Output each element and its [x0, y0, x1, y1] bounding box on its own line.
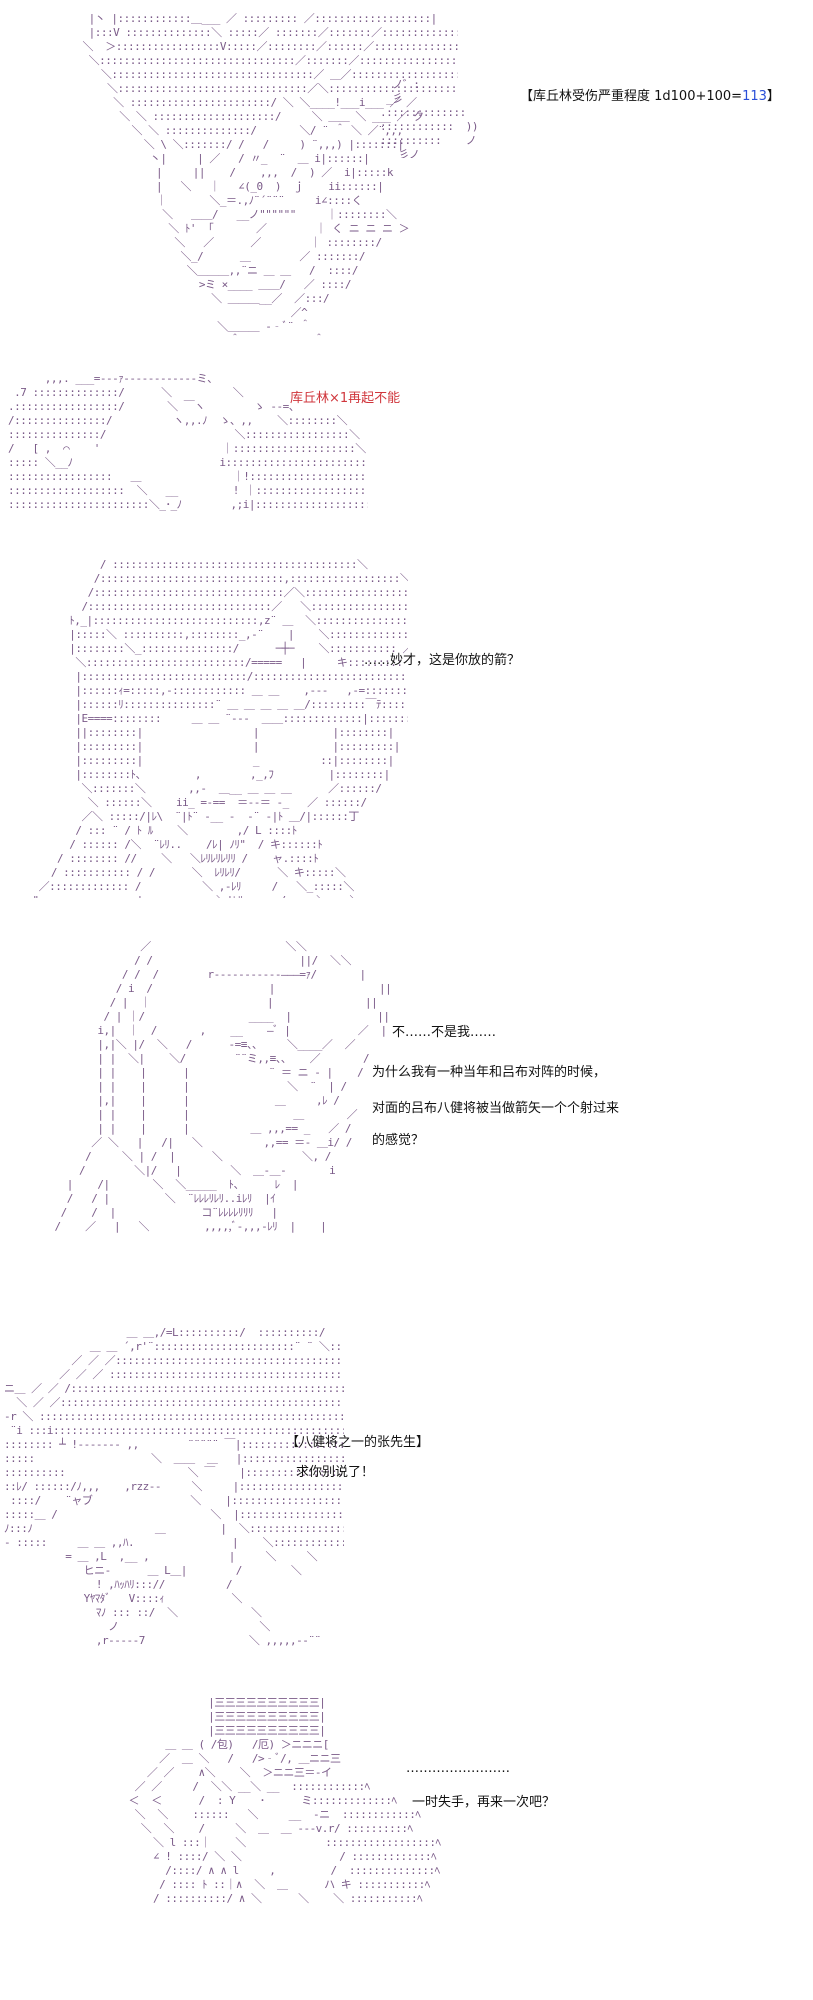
dialogue-line: 【八健将之一的张先生】: [286, 1434, 429, 1452]
ascii-art-character-5: |三三三三三三三三三三| |三三三三三三三三三三| |三三三三三三三三三三| ＿…: [128, 1696, 441, 1905]
dialogue-line: 不……不是我……: [392, 1024, 496, 1042]
text-part: 求你别说了！: [296, 1465, 375, 1480]
dialogue-line: 【库丘林受伤严重程度 1d100+100=113】: [520, 88, 780, 106]
dialogue-line: ……………………: [406, 1760, 510, 1778]
panel-1: |丶 |::::::::::::＿___ ／ ::::::::: ／::::::…: [0, 0, 813, 360]
dialogue-line: 一时失手，再来一次吧？: [412, 1794, 555, 1812]
text-part: 【八健将之一的张先生】: [286, 1435, 430, 1450]
panel-2: ,,,. ___=‐‐‐ｧ‐‐‐‐‐‐‐‐‐‐‐‐ミ、 .7 :::::::::…: [0, 360, 813, 540]
ascii-art-character-1: |丶 |::::::::::::＿___ ／ ::::::::: ／::::::…: [82, 12, 458, 342]
text-part: 对面的吕布八健将被当做箭矢一个个射过来: [372, 1101, 620, 1116]
dialogue-line: 对面的吕布八健将被当做箭矢一个个射过来: [372, 1100, 619, 1118]
text-part: 库丘林×1再起不能: [290, 391, 401, 406]
text-part: 一时失手，再来一次吧？: [412, 1795, 556, 1810]
panel-6: |三三三三三三三三三三| |三三三三三三三三三三| |三三三三三三三三三三| ＿…: [0, 1680, 813, 2000]
ascii-art-character-3: ／ ＼＼ / / ||/ ＼＼ / / / r‐‐‐‐‐‐‐‐‐‐‐―――=ｧ/…: [54, 940, 390, 1233]
dialogue-line: 库丘林×1再起不能: [290, 390, 400, 408]
dialogue-line: 求你别说了！: [296, 1464, 374, 1482]
dialogue-line: ……妙才，这是你放的箭？: [364, 652, 520, 670]
ascii-art-character-2: / ::::::::::::::::::::::::::::::::::::::…: [32, 558, 408, 898]
dice-result: 113: [742, 89, 767, 104]
text-part: ……………………: [406, 1761, 510, 1776]
ascii-art-character-4: ＿ ＿,/=L::::::::::/ ::::::::::/ ＿ ＿ ´,r'¨…: [4, 1326, 344, 1647]
ascii-art-fallen-character: ,,,. ___=‐‐‐ｧ‐‐‐‐‐‐‐‐‐‐‐‐ミ、 .7 :::::::::…: [8, 372, 368, 511]
text-part: 为什么我有一种当年和吕布对阵的时候，: [372, 1065, 607, 1080]
dialogue-line: 为什么我有一种当年和吕布对阵的时候，: [372, 1064, 606, 1082]
text-part: ……妙才，这是你放的箭？: [364, 653, 521, 668]
text-part: 【库丘林受伤严重程度 1d100+100=: [520, 89, 743, 104]
text-part: 的感觉？: [372, 1133, 425, 1148]
panel-3: / ::::::::::::::::::::::::::::::::::::::…: [0, 540, 813, 900]
ascii-art-hand: ノ゛: _彡 .::::::::::::: :::::::::::: )) ::…: [380, 78, 478, 158]
text-part: 】: [766, 89, 780, 104]
dialogue-line: 的感觉？: [372, 1132, 424, 1150]
panel-5: ＿ ＿,/=L::::::::::/ ::::::::::/ ＿ ＿ ´,r'¨…: [0, 1290, 813, 1680]
panel-4: ／ ＼＼ / / ||/ ＼＼ / / / r‐‐‐‐‐‐‐‐‐‐‐―――=ｧ/…: [0, 900, 813, 1290]
text-part: 不……不是我……: [392, 1025, 497, 1040]
